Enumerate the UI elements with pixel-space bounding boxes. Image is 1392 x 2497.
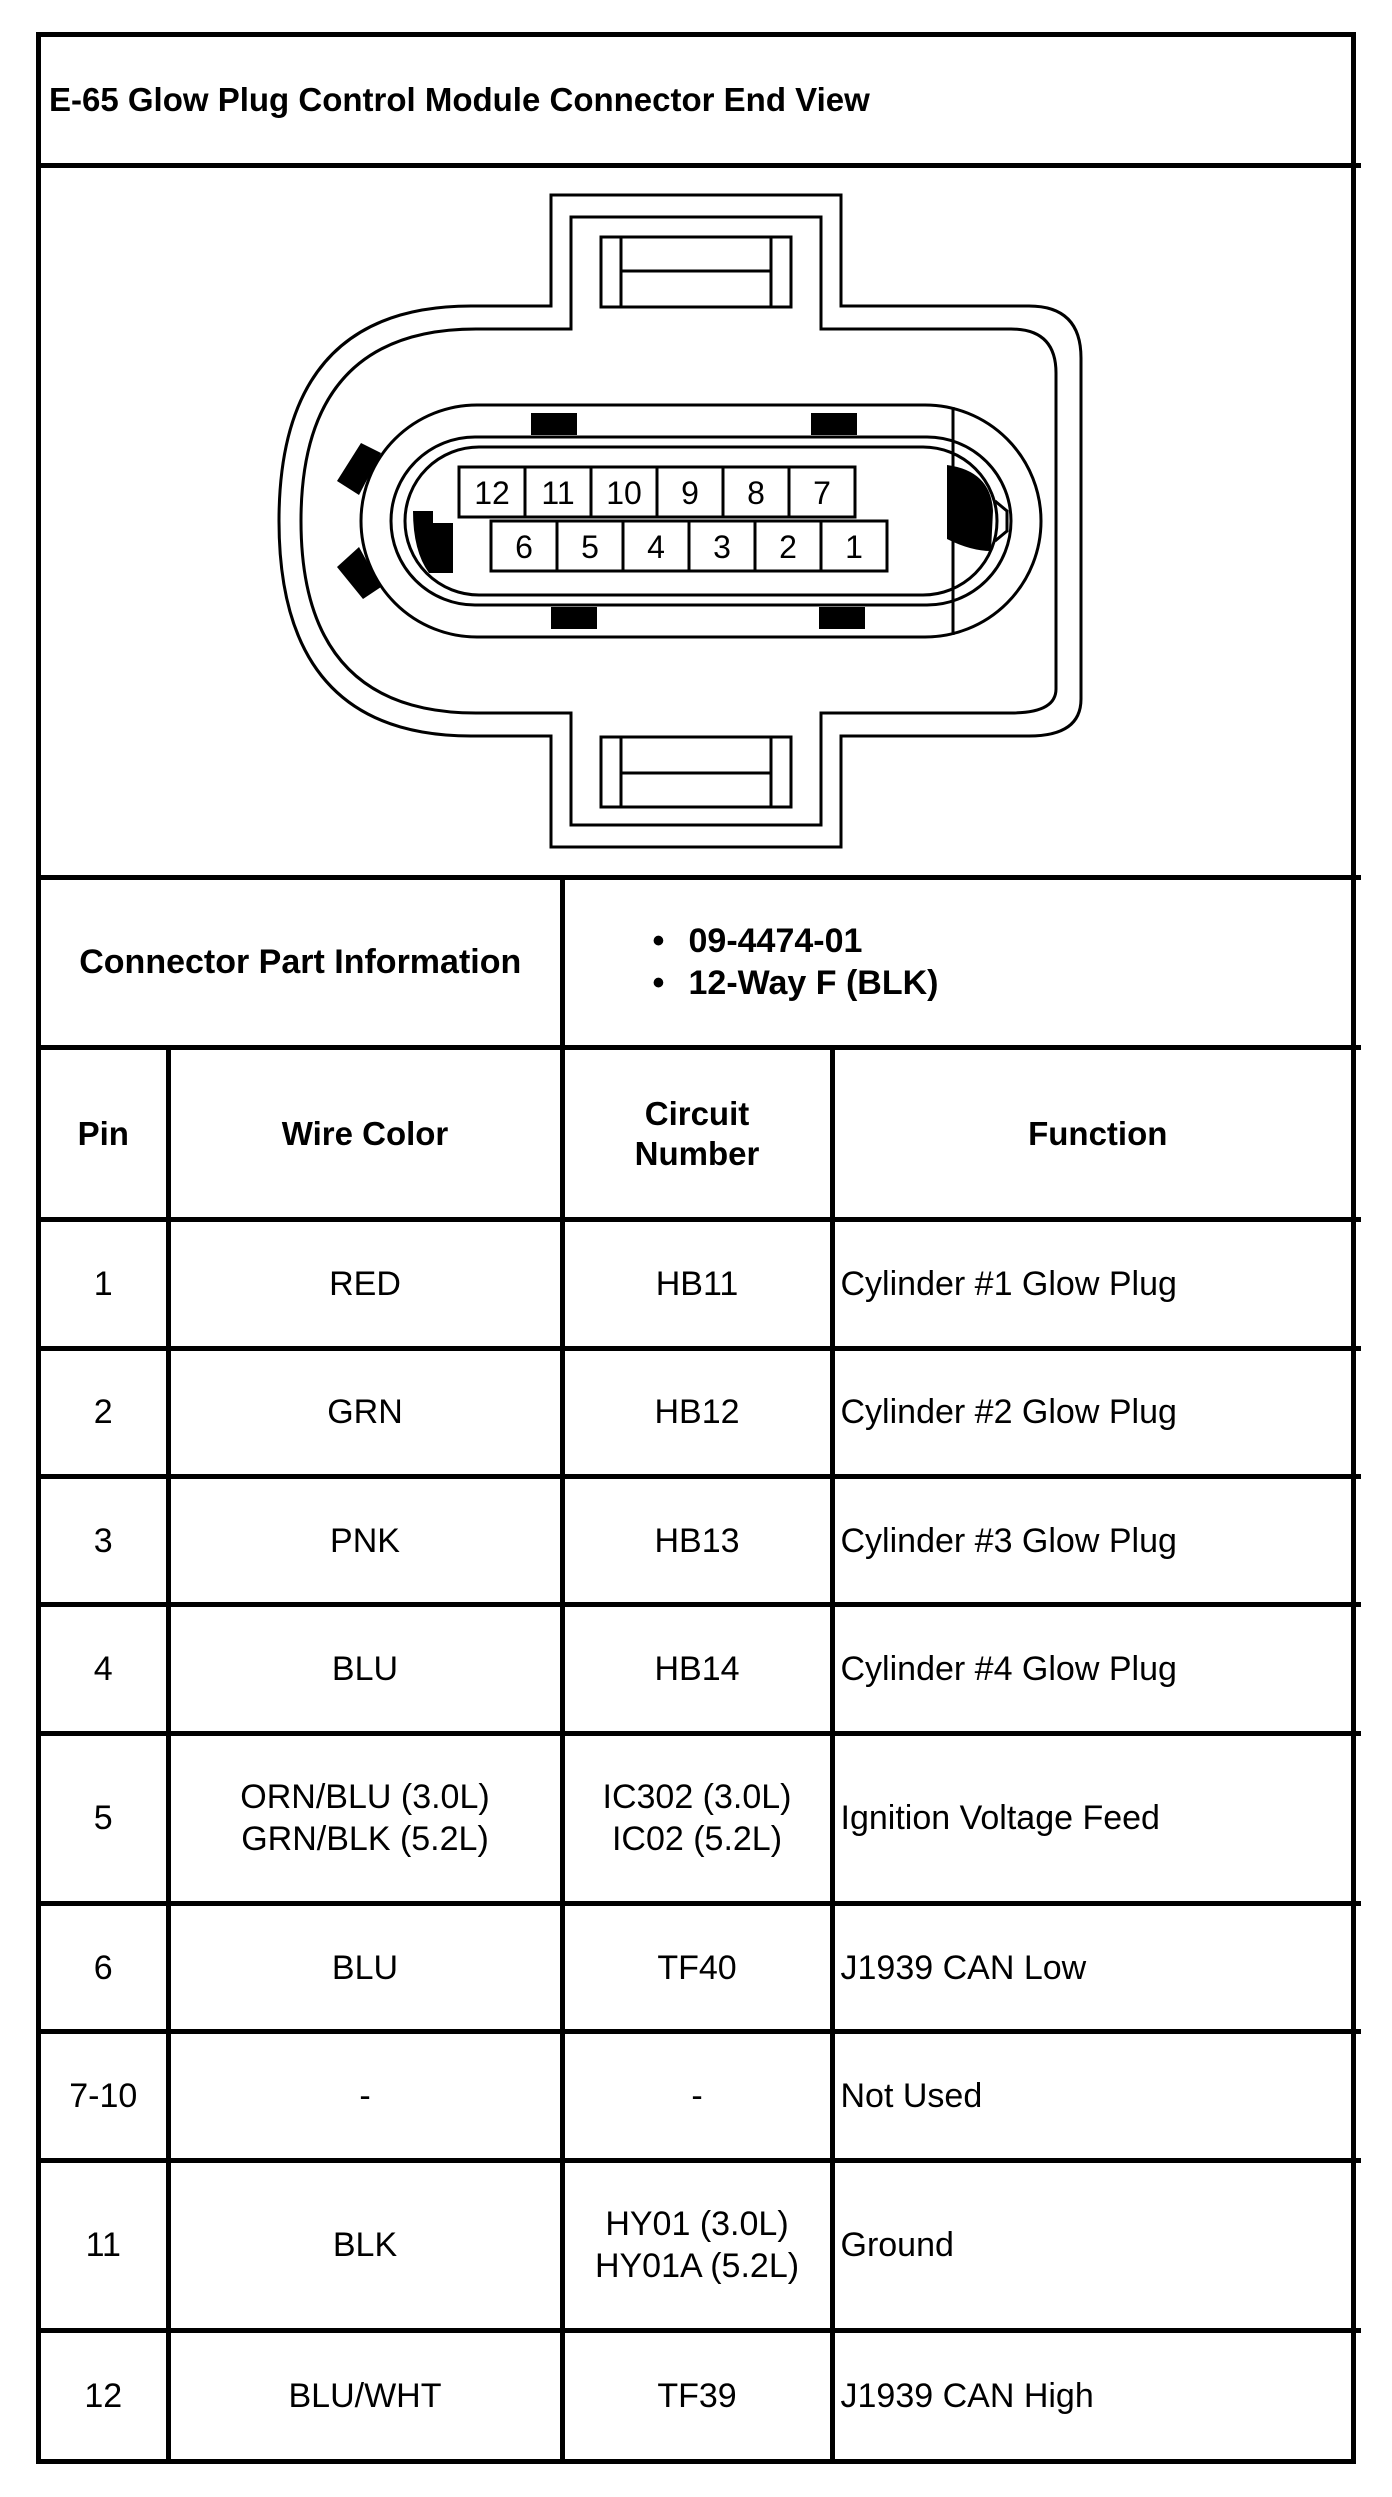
pin-cell: 1 xyxy=(41,1217,171,1351)
pin-cell: 4 xyxy=(41,1602,171,1736)
circuit-cell: HB13 xyxy=(559,1474,835,1608)
pin-label-8: 8 xyxy=(747,475,765,511)
wire-color-line: ORN/BLU (3.0L) xyxy=(240,1778,490,1817)
connector-document: E-65 Glow Plug Control Module Connector … xyxy=(36,32,1362,2464)
pin-label-3: 3 xyxy=(713,529,731,565)
column-header-wire-color: Wire Color xyxy=(165,1044,565,1223)
wire-color-cell: - xyxy=(165,2029,565,2163)
circuit-header-line2: Number xyxy=(634,1134,760,1172)
function-cell: Cylinder #4 Glow Plug xyxy=(829,1602,1362,1736)
table-row: 3 PNK HB13 Cylinder #3 Glow Plug xyxy=(41,1474,1362,1608)
pin-cell: 2 xyxy=(41,1345,171,1480)
connector-housing-outline xyxy=(277,193,1083,849)
part-info-label: Connector Part Information xyxy=(41,874,565,1050)
table-row: 12 BLU/WHT TF39 J1939 CAN High xyxy=(41,2328,1362,2459)
circuit-line: IC302 (3.0L) xyxy=(602,1778,792,1817)
table-row: 6 BLU TF40 J1939 CAN Low xyxy=(41,1901,1362,2035)
circuit-line: HY01 (3.0L) xyxy=(605,2205,789,2244)
pin-label-5: 5 xyxy=(581,529,599,565)
wire-color-cell: BLU xyxy=(165,1901,565,2035)
table-row: 1 RED HB11 Cylinder #1 Glow Plug xyxy=(41,1217,1362,1351)
pin-cell: 11 xyxy=(41,2157,171,2334)
table-row: 7-10 - - Not Used xyxy=(41,2029,1362,2163)
function-cell: J1939 CAN High xyxy=(829,2328,1362,2459)
connector-end-view: 12 11 10 9 8 7 6 5 4 3 2 1 xyxy=(41,162,1362,880)
table-row: 11 BLK HY01 (3.0L) HY01A (5.2L) Ground xyxy=(41,2157,1362,2334)
part-info-list: •09-4474-01 •12-Way F (BLK) xyxy=(559,874,1362,1050)
circuit-line: HY01A (5.2L) xyxy=(594,2247,800,2286)
pin-label-10: 10 xyxy=(606,475,642,511)
pin-label-11: 11 xyxy=(541,475,574,511)
wire-color-cell: ORN/BLU (3.0L) GRN/BLK (5.2L) xyxy=(165,1730,565,1907)
circuit-cell: TF39 xyxy=(559,2328,835,2459)
pin-label-7: 7 xyxy=(813,475,831,511)
wire-color-line: GRN/BLK (5.2L) xyxy=(241,1820,489,1859)
wire-color-cell: BLK xyxy=(165,2157,565,2334)
table-row: 2 GRN HB12 Cylinder #2 Glow Plug xyxy=(41,1345,1362,1480)
pin-label-6: 6 xyxy=(515,529,533,565)
pin-cell: 7-10 xyxy=(41,2029,171,2163)
pin-label-1: 1 xyxy=(845,529,863,565)
wire-color-cell: BLU/WHT xyxy=(165,2328,565,2459)
wire-color-cell: GRN xyxy=(165,1345,565,1480)
function-cell: Cylinder #3 Glow Plug xyxy=(829,1474,1362,1608)
function-cell: Not Used xyxy=(829,2029,1362,2163)
wire-color-cell: RED xyxy=(165,1217,565,1351)
circuit-header-line1: Circuit xyxy=(644,1094,750,1132)
circuit-cell: TF40 xyxy=(559,1901,835,2035)
column-header-circuit-number: Circuit Number xyxy=(559,1044,835,1223)
pin-cell: 3 xyxy=(41,1474,171,1608)
part-number: 09-4474-01 xyxy=(688,922,863,961)
document-title: E-65 Glow Plug Control Module Connector … xyxy=(41,37,1362,168)
wire-color-cell: PNK xyxy=(165,1474,565,1608)
circuit-cell: HY01 (3.0L) HY01A (5.2L) xyxy=(559,2157,835,2334)
pin-cell: 6 xyxy=(41,1901,171,2035)
pin-label-12: 12 xyxy=(474,475,510,511)
part-info-item: •09-4474-01 xyxy=(652,922,863,961)
part-info-item: •12-Way F (BLK) xyxy=(652,964,939,1003)
circuit-cell: - xyxy=(559,2029,835,2163)
connector-diagram: 12 11 10 9 8 7 6 5 4 3 2 1 xyxy=(277,193,1083,849)
function-cell: Ignition Voltage Feed xyxy=(829,1730,1362,1907)
table-row: 4 BLU HB14 Cylinder #4 Glow Plug xyxy=(41,1602,1362,1736)
function-cell: J1939 CAN Low xyxy=(829,1901,1362,2035)
column-header-pin: Pin xyxy=(41,1044,171,1223)
pin-label-2: 2 xyxy=(779,529,797,565)
pin-cell: 12 xyxy=(41,2328,171,2459)
circuit-line: IC02 (5.2L) xyxy=(611,1820,783,1859)
table-row: 5 ORN/BLU (3.0L) GRN/BLK (5.2L) IC302 (3… xyxy=(41,1730,1362,1907)
function-cell: Cylinder #2 Glow Plug xyxy=(829,1345,1362,1480)
function-cell: Cylinder #1 Glow Plug xyxy=(829,1217,1362,1351)
pin-label-9: 9 xyxy=(681,475,699,511)
function-cell: Ground xyxy=(829,2157,1362,2334)
column-header-function: Function xyxy=(829,1044,1362,1223)
connector-table: E-65 Glow Plug Control Module Connector … xyxy=(41,37,1362,2459)
circuit-cell: HB11 xyxy=(559,1217,835,1351)
pin-label-4: 4 xyxy=(647,529,665,565)
circuit-cell: HB14 xyxy=(559,1602,835,1736)
wire-color-cell: BLU xyxy=(165,1602,565,1736)
part-description: 12-Way F (BLK) xyxy=(688,964,939,1003)
circuit-cell: HB12 xyxy=(559,1345,835,1480)
circuit-cell: IC302 (3.0L) IC02 (5.2L) xyxy=(559,1730,835,1907)
pin-cell: 5 xyxy=(41,1730,171,1907)
